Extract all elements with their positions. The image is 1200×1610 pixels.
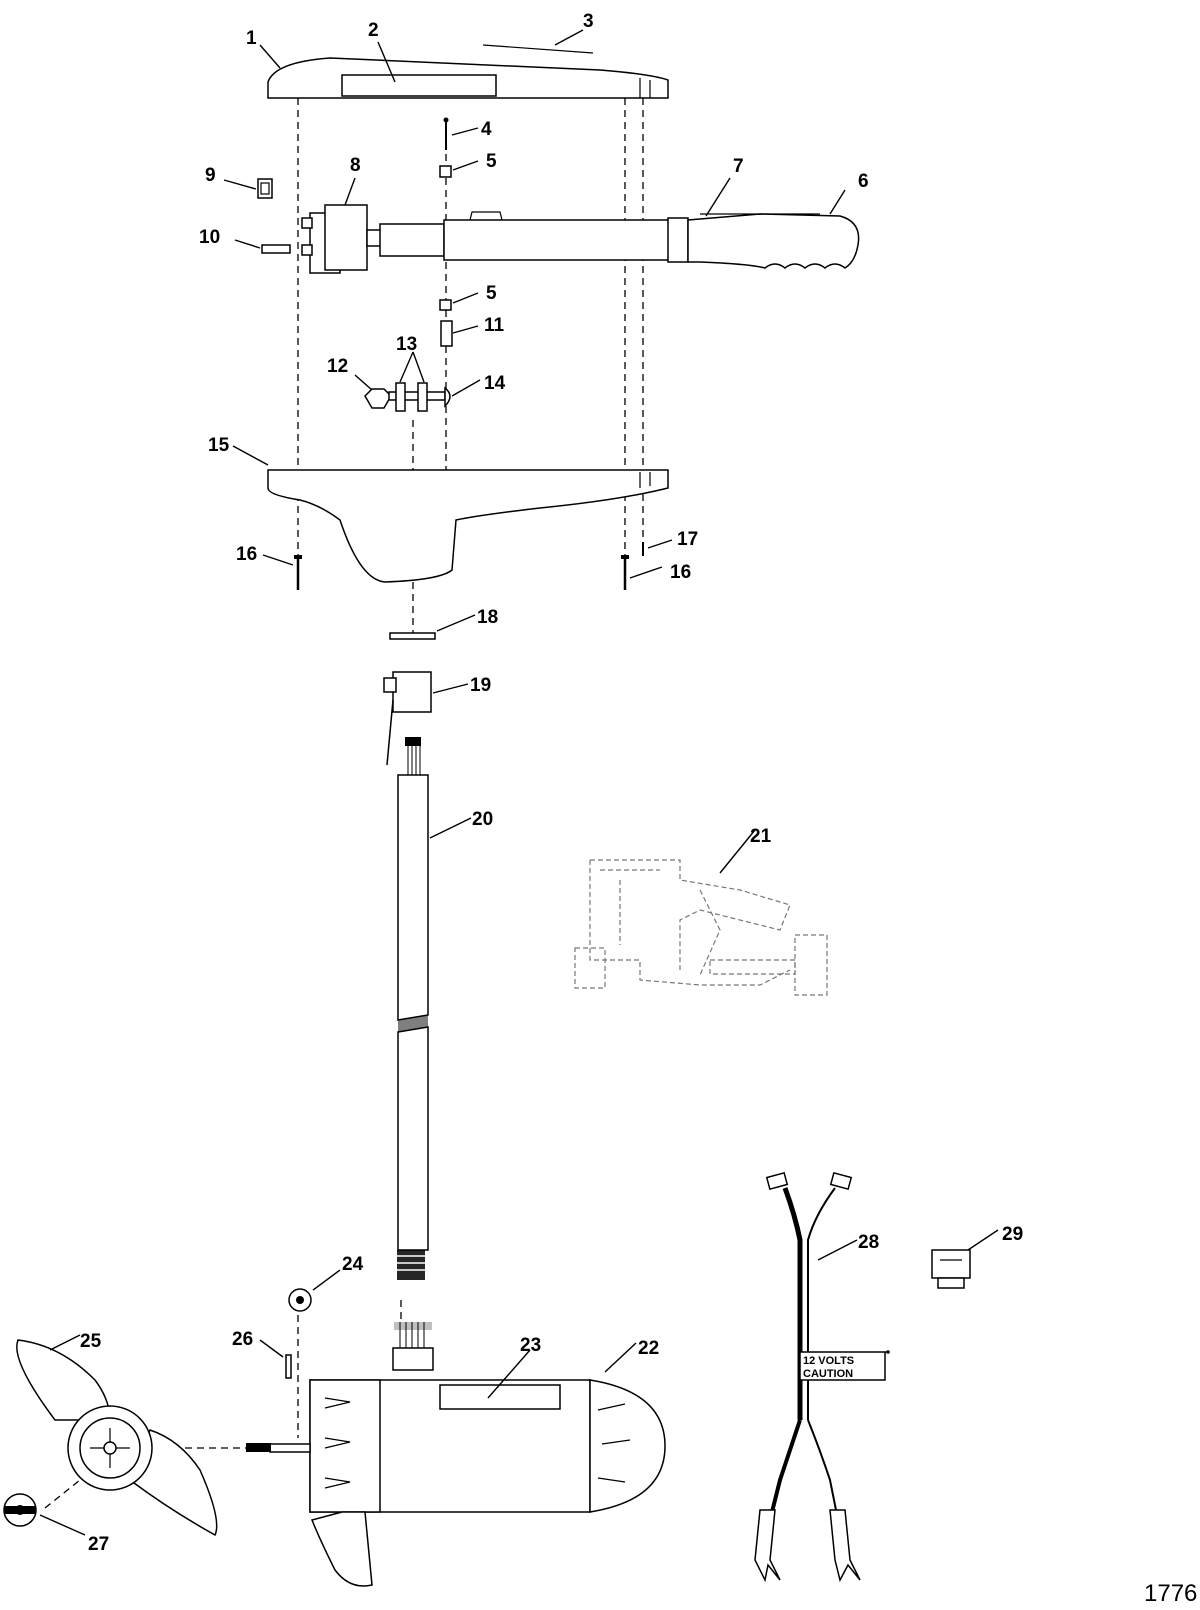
callout-9: 9 [205, 165, 216, 186]
callout-16a: 16 [236, 544, 257, 565]
callout-10: 10 [199, 227, 220, 248]
caution-tag: 12 VOLTS CAUTION [799, 1350, 890, 1381]
drive-pin [285, 1354, 292, 1379]
callout-7: 7 [733, 156, 744, 177]
washer [389, 632, 436, 640]
callout-1: 1 [246, 28, 257, 49]
composite-shaft [397, 737, 429, 1280]
cover-decal [341, 74, 497, 97]
callout-4: 4 [481, 119, 492, 140]
callout-labels: 1 2 3 4 5 5 6 7 8 9 10 11 12 13 14 15 16… [80, 11, 1023, 1555]
callout-26: 26 [232, 1329, 253, 1350]
callout-25: 25 [80, 1331, 102, 1352]
nut-lower [439, 299, 452, 311]
callout-5b: 5 [486, 283, 497, 304]
screw [443, 117, 449, 150]
callout-21: 21 [750, 826, 772, 847]
pin [261, 244, 291, 254]
shaft-collar [383, 671, 432, 766]
callout-22: 22 [638, 1338, 659, 1359]
callout-16b: 16 [670, 562, 691, 583]
housing-screw-right [621, 555, 629, 590]
callout-18: 18 [477, 607, 498, 628]
connector-clip [257, 178, 273, 199]
callout-11: 11 [484, 315, 505, 336]
housing-screw-left [294, 555, 302, 590]
lower-housing [267, 469, 669, 583]
leader-lines [39, 29, 999, 1536]
nut-upper [439, 165, 452, 178]
prop-nut [288, 1288, 312, 1312]
battery-cable [754, 1171, 861, 1583]
figure-number: 1776 [1144, 1580, 1197, 1607]
battery-connector [931, 1249, 971, 1289]
decal-strip [482, 44, 594, 54]
bolt-assembly [364, 382, 451, 412]
motor-housing [309, 1322, 666, 1587]
callout-19: 19 [470, 675, 491, 696]
callout-24: 24 [342, 1254, 364, 1275]
callout-8: 8 [350, 155, 361, 176]
alignment-lines [44, 98, 644, 1509]
callout-27: 27 [88, 1534, 109, 1555]
callout-12: 12 [327, 356, 348, 377]
tiller-handle [379, 211, 860, 269]
motor-shaft [246, 1443, 311, 1453]
callout-14: 14 [484, 373, 506, 394]
speed-switch [301, 204, 382, 274]
callout-28: 28 [858, 1232, 879, 1253]
callout-6: 6 [858, 171, 869, 192]
callout-2: 2 [368, 20, 379, 41]
transom-bracket-reference [574, 859, 828, 996]
callout-17: 17 [677, 529, 698, 550]
callout-23: 23 [520, 1335, 541, 1356]
propeller [16, 1339, 218, 1537]
callout-20: 20 [472, 809, 493, 830]
spacer [440, 320, 453, 347]
callout-29: 29 [1002, 1224, 1023, 1245]
callout-13: 13 [396, 334, 417, 355]
callout-5a: 5 [486, 151, 497, 172]
caution-line-2: CAUTION [803, 1368, 853, 1380]
motor-decal [439, 1384, 561, 1410]
callout-3: 3 [583, 11, 594, 32]
callout-15: 15 [208, 435, 230, 456]
caution-line-1: 12 VOLTS [803, 1355, 854, 1367]
prop-nut-lock [3, 1493, 37, 1527]
